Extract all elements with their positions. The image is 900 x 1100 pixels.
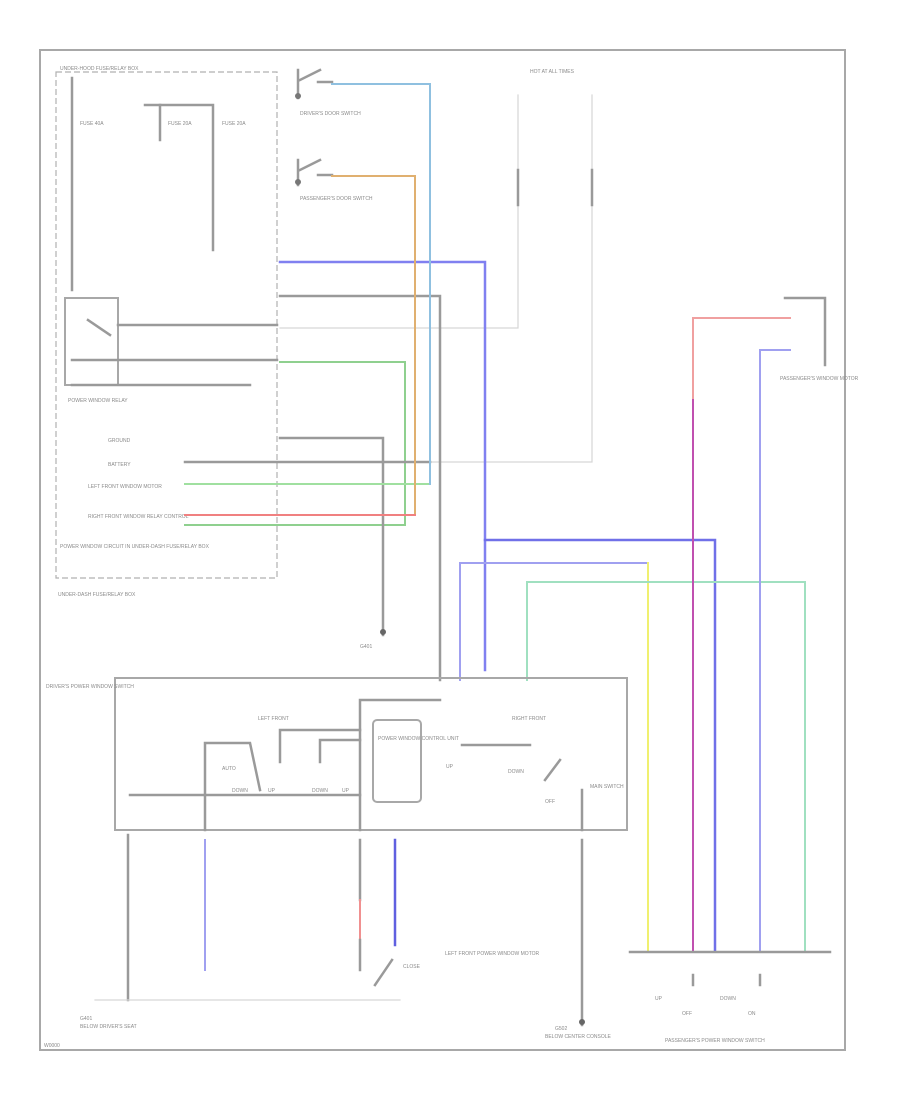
power-window-relay: POWER WINDOW RELAY: [64, 297, 279, 404]
up-label: UP: [342, 788, 350, 794]
left-front-label: LEFT FRONT: [258, 716, 289, 722]
wire-orange: [331, 175, 416, 516]
lf-motor-label: LEFT FRONT POWER WINDOW MOTOR: [445, 951, 540, 957]
fuse-c-label: FUSE 20A: [222, 121, 246, 127]
underdash-box-labels: GROUND BATTERY LEFT FRONT WINDOW MOTOR R…: [58, 438, 210, 598]
g401-label: G401: [80, 1016, 92, 1022]
wire-green-1: [184, 361, 406, 526]
fuse-a-label: FUSE 40A: [80, 121, 104, 127]
rf-window-relay-label: RIGHT FRONT WINDOW RELAY CONTROL: [88, 514, 189, 520]
off-label: OFF: [545, 799, 555, 805]
wire-gray-1: [278, 294, 442, 682]
underhood-box-label: UNDER-HOOD FUSE/RELAY BOX: [60, 66, 139, 72]
down-label: DOWN: [232, 788, 248, 794]
wire-blue-4: [759, 349, 791, 951]
battery-label: BATTERY: [108, 462, 131, 468]
pass-switch-label: PASSENGER'S POWER WINDOW SWITCH: [665, 1038, 765, 1044]
right-front-label: RIGHT FRONT: [512, 716, 546, 722]
control-unit-label: POWER WINDOW CONTROL UNIT: [378, 736, 459, 742]
wire-cyan: [331, 83, 431, 485]
driver-switch-label: DRIVER'S POWER WINDOW SWITCH: [46, 684, 134, 690]
passenger-door-switch-label: PASSENGER'S DOOR SWITCH: [300, 196, 373, 202]
passenger-window-motor: PASSENGER'S WINDOW MOTOR: [780, 296, 859, 382]
driver-door-switch-label: DRIVER'S DOOR SWITCH: [300, 111, 361, 117]
down-label: DOWN: [312, 788, 328, 794]
close-label: CLOSE: [403, 964, 421, 970]
wire-blue-3: [459, 562, 649, 681]
underdash-note-label: POWER WINDOW CIRCUIT IN UNDER-DASH FUSE/…: [60, 544, 210, 550]
hot-at-all-times: HOT AT ALL TIMES: [279, 69, 594, 463]
wire-red-2: [692, 317, 791, 401]
lf-window-motor-label: LEFT FRONT WINDOW MOTOR: [88, 484, 162, 490]
pass-motor-label: PASSENGER'S WINDOW MOTOR: [780, 376, 859, 382]
wire-blue-2: [483, 538, 717, 952]
underdash-box-label: UNDER-DASH FUSE/RELAY BOX: [58, 592, 136, 598]
wire-ground: [278, 436, 385, 637]
up-label: UP: [268, 788, 276, 794]
g401-label: G401: [360, 644, 372, 650]
g502-desc-label: BELOW CENTER CONSOLE: [545, 1034, 612, 1040]
main-switch-label: MAIN SWITCH: [590, 784, 624, 790]
page-code: W0000: [44, 1043, 60, 1049]
diagram-frame: [39, 49, 846, 1051]
fuse-b-label: FUSE 20A: [168, 121, 192, 127]
hot-at-all-times-label: HOT AT ALL TIMES: [530, 69, 575, 75]
pw-relay-label: POWER WINDOW RELAY: [68, 398, 128, 404]
wire-blue-1: [278, 260, 487, 672]
g401-desc-label: BELOW DRIVER'S SEAT: [80, 1024, 137, 1030]
up-label: UP: [655, 996, 663, 1002]
passenger-door-switch: PASSENGER'S DOOR SWITCH: [295, 158, 373, 202]
passenger-power-window-switch: UP DOWN OFF ON PASSENGER'S POWER WINDOW …: [628, 950, 832, 1044]
down-label: DOWN: [720, 996, 736, 1002]
on-label: ON: [748, 1011, 756, 1017]
up-label: UP: [446, 764, 454, 770]
down-label: DOWN: [508, 769, 524, 775]
g502-label: G502: [555, 1026, 567, 1032]
driver-power-window-switch: DRIVER'S POWER WINDOW SWITCH LEFT FRONT …: [46, 677, 628, 832]
ground-label: GROUND: [108, 438, 131, 444]
off-label: OFF: [682, 1011, 692, 1017]
wire-green-cyan: [526, 581, 806, 951]
driver-door-switch: DRIVER'S DOOR SWITCH: [295, 68, 361, 117]
auto-label: AUTO: [222, 766, 236, 772]
